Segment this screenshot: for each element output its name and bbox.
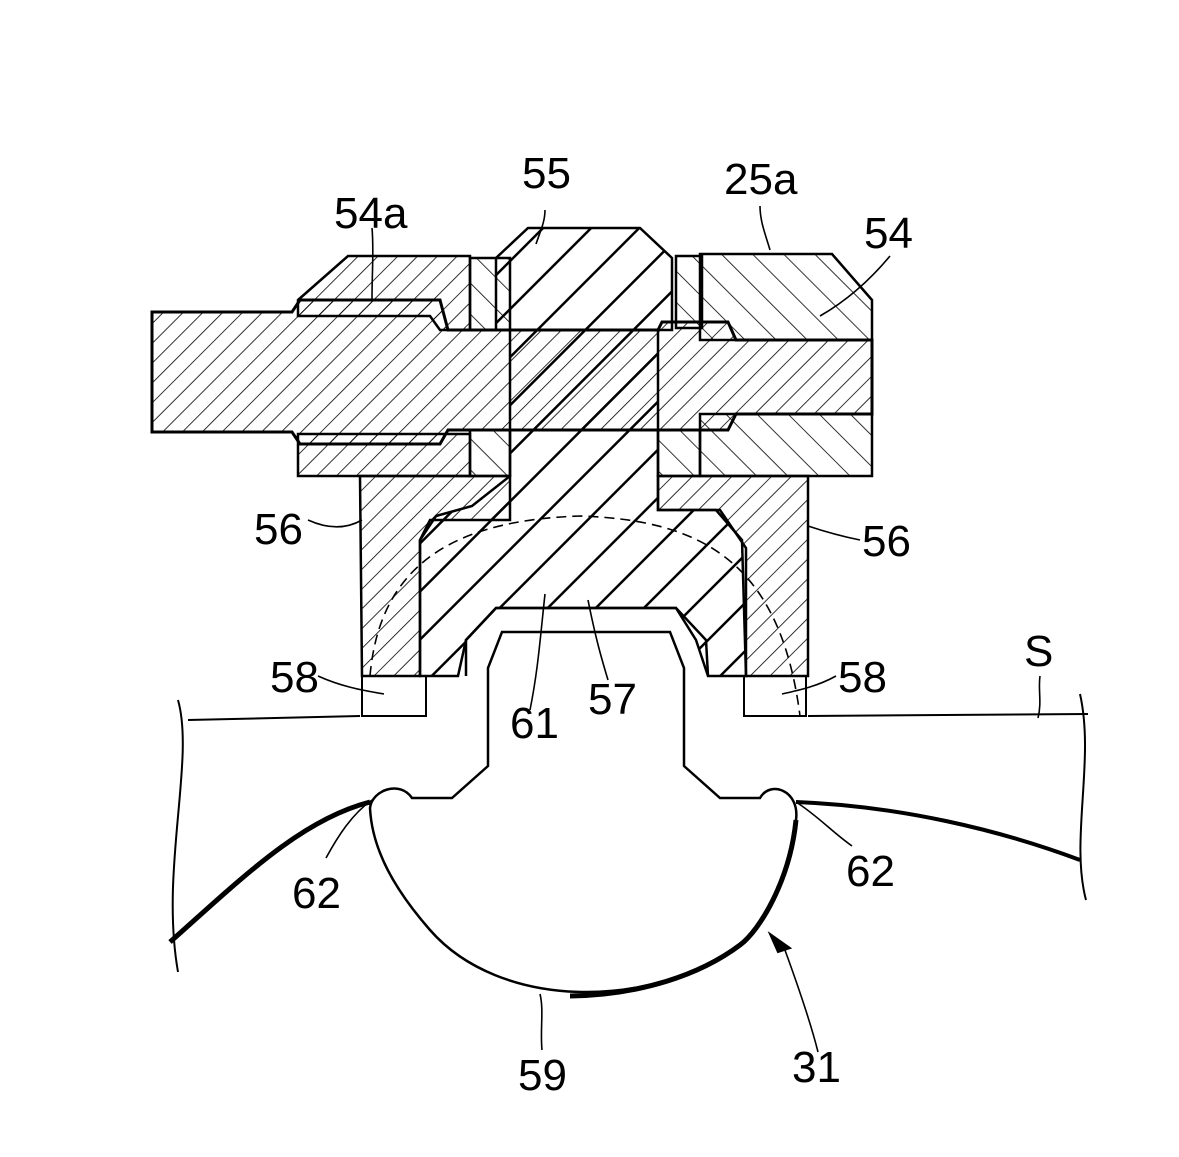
label-25a: 25a — [724, 155, 798, 204]
label-55: 55 — [522, 149, 571, 198]
collar-right — [676, 256, 702, 328]
label-59: 59 — [518, 1051, 567, 1100]
label-62-right: 62 — [846, 847, 895, 896]
label-56-right: 56 — [862, 517, 911, 566]
collar-lower-left — [470, 430, 510, 476]
sheet-right-break — [1080, 694, 1086, 900]
collar-lower-right — [658, 430, 700, 476]
label-58-left: 58 — [270, 653, 319, 702]
label-57: 57 — [588, 675, 637, 724]
sheet-upper-edge-right — [808, 714, 1088, 716]
sheet-lower-edge-right — [796, 802, 1080, 860]
label-31: 31 — [792, 1043, 841, 1092]
clip-body-59 — [370, 632, 796, 992]
label-58-right: 58 — [838, 653, 887, 702]
label-54a: 54a — [334, 189, 408, 238]
collar-left — [470, 258, 510, 330]
label-56-left: 56 — [254, 505, 303, 554]
label-54: 54 — [864, 209, 913, 258]
skirt-58-left — [362, 676, 426, 716]
label-62-left: 62 — [292, 869, 341, 918]
arrow-31-head — [770, 934, 790, 952]
label-61: 61 — [510, 699, 559, 748]
sheet-upper-edge — [188, 716, 360, 720]
label-S: S — [1024, 627, 1053, 676]
